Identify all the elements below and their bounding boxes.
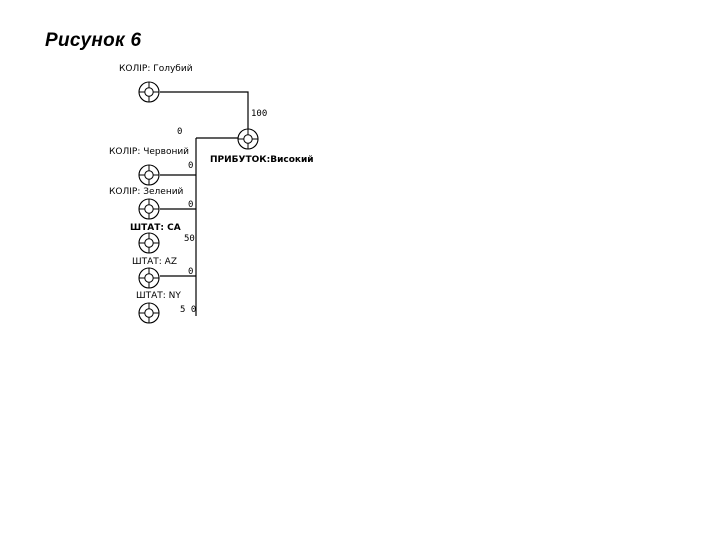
value-0-top: 0 bbox=[177, 127, 182, 137]
label-kolir-chervonyi: КОЛІР: Червоний bbox=[109, 147, 189, 157]
label-shtat-ny: ШТАТ: NY bbox=[136, 291, 181, 301]
connector-lines bbox=[160, 91, 249, 316]
label-kolir-holubyi: КОЛІР: Голубий bbox=[119, 64, 193, 74]
value-0-az: 0 bbox=[188, 267, 193, 277]
node-kolir-chervonyi[interactable] bbox=[138, 164, 160, 186]
value-50-ny: 5 0 bbox=[180, 305, 196, 315]
label-shtat-az: ШТАТ: AZ bbox=[132, 257, 177, 267]
value-0-chervonyi: 0 bbox=[188, 161, 193, 171]
value-50-ca: 50 bbox=[184, 234, 195, 244]
node-prybutok[interactable] bbox=[237, 128, 259, 150]
node-kolir-holubyi[interactable] bbox=[138, 81, 160, 103]
node-shtat-ca[interactable] bbox=[138, 232, 160, 254]
label-kolir-zelenyi: КОЛІР: Зелений bbox=[109, 187, 184, 197]
label-shtat-ca: ШТАТ: CA bbox=[130, 223, 181, 233]
node-shtat-ny[interactable] bbox=[138, 302, 160, 324]
value-0-zelenyi: 0 bbox=[188, 200, 193, 210]
figure-title: Рисунок 6 bbox=[45, 30, 142, 51]
value-100: 100 bbox=[251, 109, 267, 119]
label-prybutok: ПРИБУТОК:Високий bbox=[210, 155, 314, 165]
node-kolir-zelenyi[interactable] bbox=[138, 198, 160, 220]
node-shtat-az[interactable] bbox=[138, 267, 160, 289]
